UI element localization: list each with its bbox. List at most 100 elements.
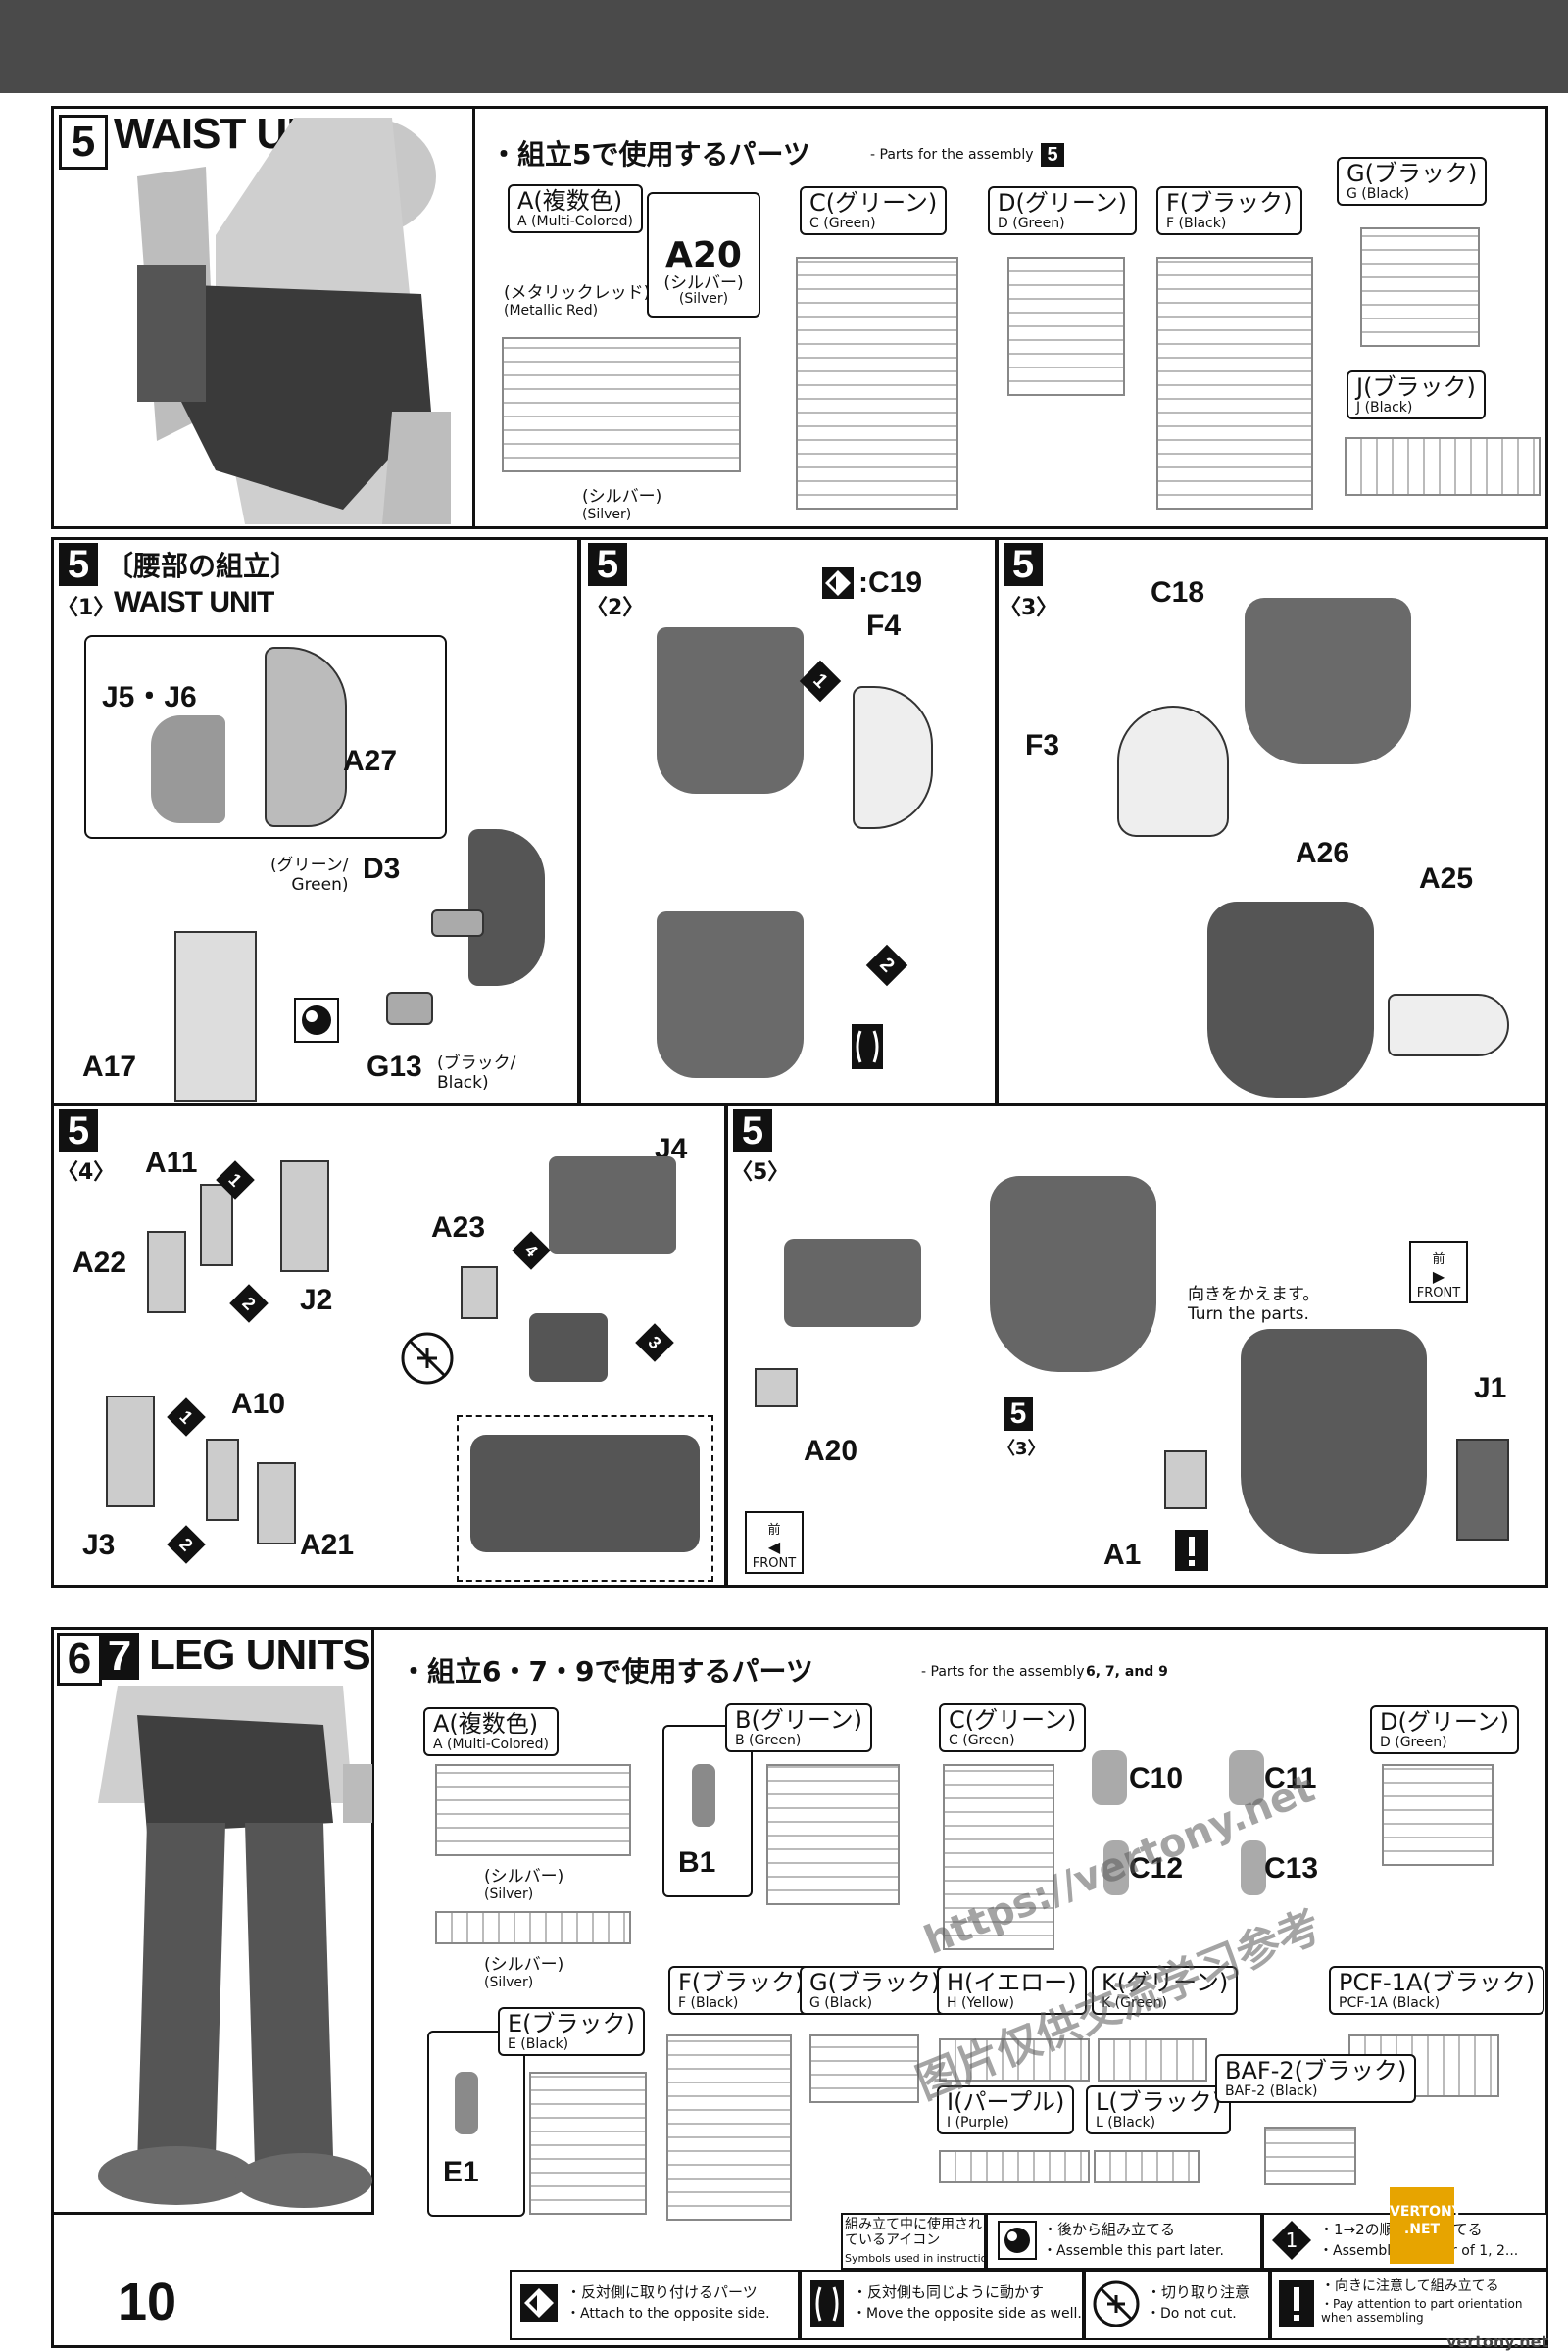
label-A10: A10 — [231, 1388, 286, 1420]
leg-runner-E — [529, 2072, 647, 2215]
leg-runner-D — [1382, 1764, 1494, 1866]
waist-body-bottom — [657, 911, 804, 1078]
legend-orient-en: ・Pay attention to part orientation when … — [1321, 2297, 1523, 2325]
metallic-red-label: (メタリックレッド)(Metallic Red) — [504, 283, 651, 318]
runner-J — [1345, 437, 1541, 496]
part-F-black: F(ブラック)F (Black) — [1156, 186, 1302, 235]
legend-assemble-later-icon — [998, 2221, 1037, 2260]
part-A1 — [1164, 1450, 1207, 1509]
legend-same — [800, 2270, 1084, 2340]
label-D3: D3 — [363, 853, 401, 885]
part-A27-assembled — [468, 829, 545, 986]
part-G-black: G(ブラック)G (Black) — [1337, 157, 1488, 206]
label-A1: A1 — [1103, 1539, 1142, 1571]
watermark-footer: vertony.net — [1446, 2332, 1549, 2351]
part-J4-assembly — [549, 1156, 676, 1254]
section7-number: 7 — [100, 1633, 139, 1680]
leg-runner-A — [435, 1764, 631, 1856]
label-A23: A23 — [431, 1211, 486, 1244]
part-D-green: D(グリーン)D (Green) — [988, 186, 1138, 235]
legend-header-en: Symbols used in instructions — [845, 2252, 1001, 2265]
leg-runner-K — [1098, 2038, 1207, 2082]
silver-label: (シルバー)(Silver) — [582, 487, 662, 522]
leg-runner-L — [1094, 2150, 1200, 2183]
leg-silver-1: (シルバー)(Silver) — [484, 1867, 564, 1902]
part-J2 — [280, 1160, 329, 1272]
section67-heading-nums: 6, 7, and 9 — [1086, 1664, 1168, 1680]
label-A26: A26 — [1296, 837, 1350, 869]
label-A20-5-5: A20 — [804, 1435, 858, 1467]
leg-part-H: H(イエロー)H (Yellow) — [937, 1966, 1087, 2015]
legend-do-not-cut-icon — [1093, 2280, 1140, 2328]
do-not-cut-icon — [401, 1332, 454, 1385]
leg-part-B: B(グリーン)B (Green) — [725, 1703, 872, 1752]
leg-figure-illustration — [98, 1686, 372, 2208]
part-C-green: C(グリーン)C (Green) — [800, 186, 948, 235]
leg-runner-G — [809, 2034, 919, 2103]
legend-header — [841, 2213, 986, 2270]
legend-opposite — [510, 2270, 800, 2340]
leg-part-K: K(グリーン)K (Green) — [1092, 1966, 1239, 2015]
leg-part-PCF: PCF-1A(ブラック)PCF-1A (Black) — [1329, 1966, 1545, 2015]
part-J4-assembly-5-5 — [784, 1239, 921, 1327]
label-A21: A21 — [300, 1529, 355, 1561]
label-J3: J3 — [82, 1529, 116, 1561]
section67-parts-heading-en: - Parts for the assembly — [921, 1664, 1085, 1680]
legend-header-jp: 組み立て中に使用されているアイコン — [845, 2217, 982, 2248]
leg-part-C10 — [1092, 1750, 1127, 1805]
assemble-later-icon — [294, 998, 339, 1043]
waist-figure-illustration — [137, 118, 451, 524]
part-A27 — [265, 647, 347, 827]
part-A20-silver: A20 (シルバー) (Silver) — [647, 192, 760, 318]
legend-orientation-warning-icon — [1279, 2280, 1314, 2328]
step5-1-sub: 〈1〉 — [57, 596, 116, 620]
section5-parts-heading-en: - Parts for the assembly — [870, 147, 1034, 163]
detail-assembly — [470, 1435, 700, 1552]
legend-orient — [1270, 2270, 1548, 2340]
label-C19: :C19 — [858, 566, 923, 599]
part-G13-peg — [386, 992, 433, 1025]
legend-opposite-icon — [520, 2284, 558, 2322]
leg-label-C10: C10 — [1129, 1762, 1184, 1794]
leg-part-L: L(ブラック)L (Black) — [1086, 2085, 1232, 2134]
runner-F — [1156, 257, 1313, 510]
section6-number: 6 — [57, 1633, 102, 1686]
ref-step-5-3: 5 — [1004, 1397, 1033, 1431]
leg-runner-F — [666, 2034, 792, 2221]
leg-part-C: C(グリーン)C (Green) — [939, 1703, 1087, 1752]
label-A25: A25 — [1419, 862, 1474, 895]
section5-parts-heading-num: 5 — [1041, 143, 1064, 167]
leg-part-C12 — [1103, 1840, 1129, 1895]
leg-label-E1: E1 — [443, 2156, 479, 2188]
step5-2-sub: 〈2〉 — [586, 596, 645, 620]
part-J4-lower — [529, 1313, 608, 1382]
part-J3 — [106, 1396, 155, 1507]
step5-1-number: 5 — [59, 543, 98, 586]
legend-same-jp: ・反対側も同じように動かす — [853, 2283, 1045, 2301]
step5-5-number: 5 — [733, 1109, 772, 1152]
label-G13: G13 — [367, 1051, 422, 1083]
runner-D — [1007, 257, 1125, 396]
top-bar — [0, 0, 1568, 93]
part-A20-5-5 — [755, 1368, 798, 1407]
g13-note: (ブラック/Black) — [437, 1054, 516, 1093]
turn-parts-note: 向きをかえます。Turn the parts. — [1188, 1285, 1320, 1324]
page-number: 10 — [118, 2273, 177, 2331]
waist-body-assembled-5-3 — [1207, 902, 1374, 1098]
leg-runner-H — [939, 2038, 1090, 2082]
legend-nocut-en: ・Do not cut. — [1147, 2306, 1237, 2322]
part-A17 — [174, 931, 257, 1102]
waist-body-5-5 — [990, 1176, 1156, 1372]
step5-1-title-jp: 〔腰部の組立〕 — [106, 550, 299, 582]
part-A22 — [147, 1231, 186, 1313]
ref-step-5-3-sub: 〈3〉 — [998, 1439, 1046, 1459]
part-A11 — [200, 1184, 233, 1266]
leg-part-B1 — [692, 1764, 715, 1827]
d3-note: (グリーン/Green) — [270, 856, 349, 895]
leg-label-B1: B1 — [678, 1846, 716, 1879]
waist-body-5-3 — [1245, 598, 1411, 764]
leg-runner-C — [943, 1764, 1054, 1950]
part-D3-peg — [431, 909, 484, 937]
leg-part-E1 — [455, 2072, 478, 2134]
part-J1 — [1456, 1439, 1509, 1541]
